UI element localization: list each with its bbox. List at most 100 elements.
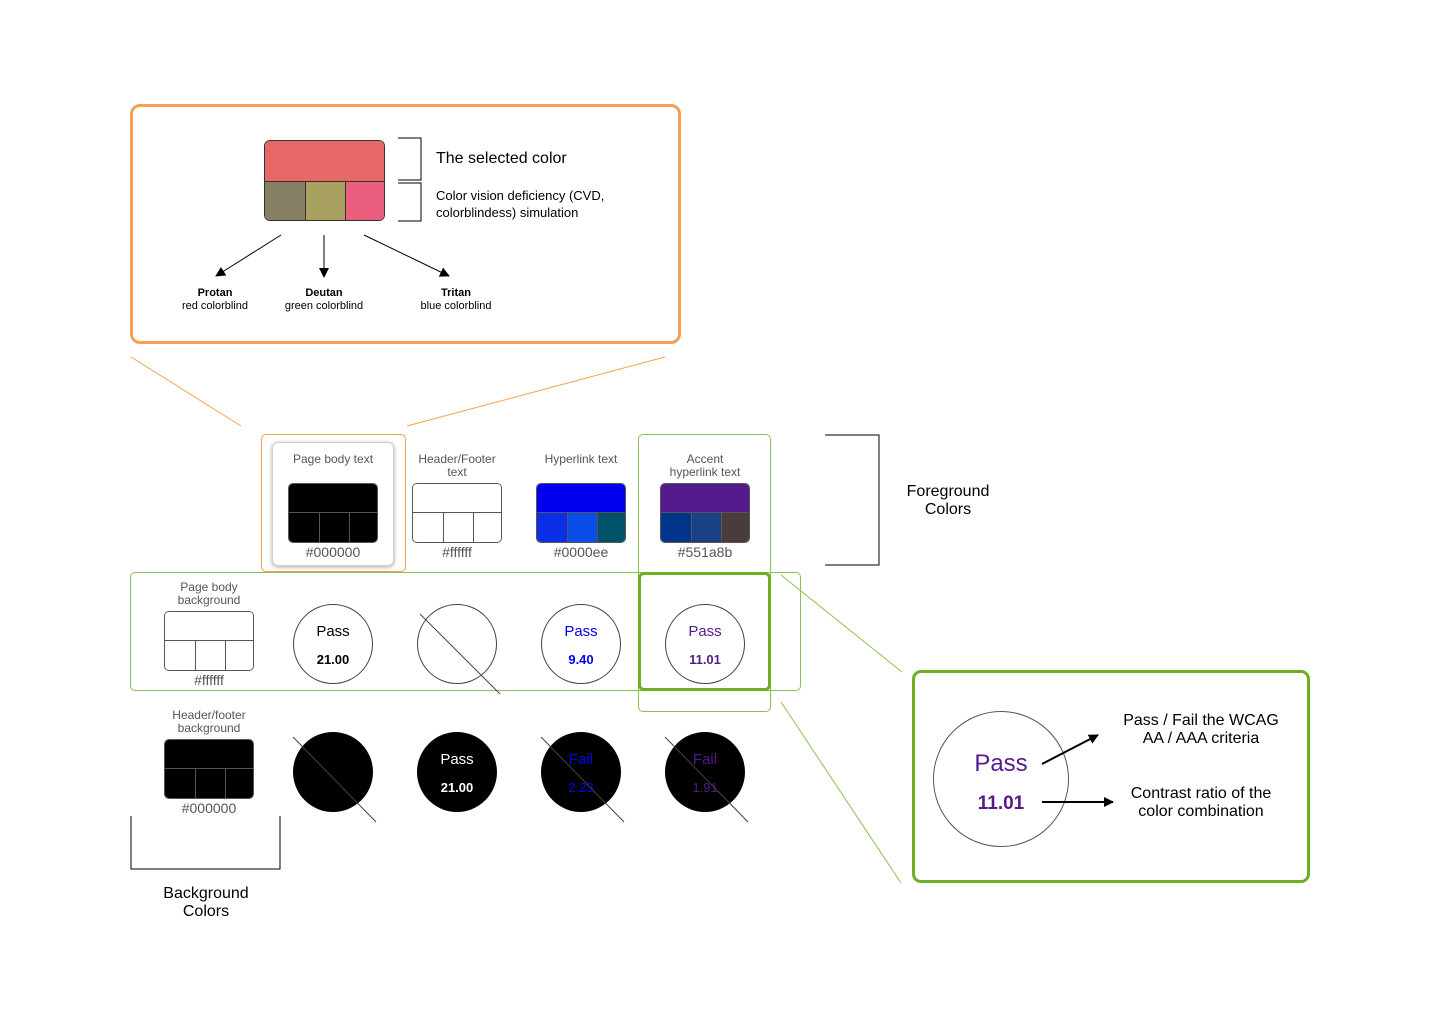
green-zoom-line-bottom xyxy=(780,701,902,884)
fg-label-line1: Page body text xyxy=(292,452,374,466)
bg-label-line2: background xyxy=(177,593,241,607)
deutan-desc: green colorblind xyxy=(284,300,364,312)
result-circle-not-applicable xyxy=(293,732,373,812)
fg-label-header-footer-text: Header/Footer text xyxy=(402,453,512,479)
result-status: Fail xyxy=(692,751,718,768)
contrast-ratio-enlarged: 11.01 xyxy=(977,793,1025,814)
background-bracket xyxy=(130,816,281,870)
fg-swatch-page-body-text[interactable] xyxy=(288,483,378,543)
fg-color-block xyxy=(289,484,377,512)
fg-deutan-block xyxy=(443,512,473,542)
result-circle[interactable]: Pass 21.00 xyxy=(417,732,497,812)
fg-swatch-header-footer-text[interactable] xyxy=(412,483,502,543)
fg-label-line1: Accent xyxy=(686,452,724,466)
bg-label-page-body: Page body background xyxy=(154,581,264,607)
bg-color-block xyxy=(165,740,253,768)
contrast-ratio: 11.01 xyxy=(689,652,721,667)
status-description: Pass / Fail the WCAG AA / AAA criteria xyxy=(1100,712,1302,748)
background-group-label: Background Colors xyxy=(151,885,261,921)
result-circle-enlarged: Pass 11.01 xyxy=(933,711,1069,847)
ratio-desc-line1: Contrast ratio of the xyxy=(1130,785,1272,802)
background-label-line2: Colors xyxy=(182,903,230,920)
fg-tritan-block xyxy=(597,512,625,542)
cvd-explanation-panel xyxy=(130,104,681,344)
fg-label-line1: Header/Footer xyxy=(418,452,496,466)
bg-hex-header-footer: #000000 xyxy=(181,800,237,816)
bg-swatch-page-body[interactable] xyxy=(164,611,254,671)
fg-color-block xyxy=(661,484,749,512)
fg-label-page-body-text: Page body text xyxy=(278,453,388,466)
fg-hex-accent-hyperlink-text: #551a8b xyxy=(677,544,733,560)
bg-tritan-block xyxy=(225,640,253,670)
result-explanation-panel xyxy=(912,670,1310,883)
result-circle[interactable]: Pass 11.01 xyxy=(665,604,745,684)
result-circle-fail[interactable]: Fail 1.91 xyxy=(665,732,745,812)
tritan-desc: blue colorblind xyxy=(420,300,492,312)
fg-swatch-hyperlink-text[interactable] xyxy=(536,483,626,543)
selected-result-cell[interactable] xyxy=(638,572,771,691)
deutan-label: Deutan green colorblind xyxy=(269,287,379,313)
bg-protan-block xyxy=(165,640,195,670)
accent-column-highlight xyxy=(638,434,771,712)
tritan-label: Tritan blue colorblind xyxy=(406,287,506,313)
result-status: Pass xyxy=(316,623,350,640)
fg-tritan-block xyxy=(349,512,377,542)
bg-label-line1: Header/footer xyxy=(172,708,246,722)
fg-deutan-block xyxy=(567,512,597,542)
orange-zoom-line-left xyxy=(130,356,242,427)
tritan-simulation-block xyxy=(345,181,384,220)
fg-label-accent-hyperlink-text: Accent hyperlink text xyxy=(650,453,760,479)
foreground-bracket xyxy=(825,434,880,566)
fg-protan-block xyxy=(413,512,443,542)
foreground-group-label: Foreground Colors xyxy=(893,483,1003,519)
foreground-label-line2: Colors xyxy=(924,501,972,518)
ratio-desc-line2: color combination xyxy=(1138,803,1264,820)
status-desc-line1: Pass / Fail the WCAG xyxy=(1123,712,1279,729)
result-circle[interactable]: Pass 21.00 xyxy=(293,604,373,684)
deutan-name: Deutan xyxy=(305,287,343,299)
contrast-ratio: 9.40 xyxy=(568,652,594,667)
result-status: Pass xyxy=(688,623,722,640)
bg-label-line2: background xyxy=(177,721,241,735)
result-status: Pass xyxy=(440,751,474,768)
cvd-label-line1: Color vision deficiency (CVD, xyxy=(436,188,605,203)
fg-swatch-accent-hyperlink-text[interactable] xyxy=(660,483,750,543)
fg-color-block xyxy=(537,484,625,512)
fg-label-line2: text xyxy=(447,465,467,479)
fg-deutan-block xyxy=(319,512,349,542)
result-circle-not-applicable xyxy=(417,604,497,684)
bg-deutan-block xyxy=(195,640,225,670)
selected-foreground-highlight xyxy=(261,434,406,572)
foreground-label-line1: Foreground xyxy=(906,483,990,500)
fg-tritan-block xyxy=(721,512,749,542)
bg-tritan-block xyxy=(225,768,253,798)
result-circle-fail[interactable]: Fail 2.23 xyxy=(541,732,621,812)
result-status-enlarged: Pass xyxy=(974,750,1028,777)
contrast-ratio: 21.00 xyxy=(440,780,474,795)
demo-color-swatch xyxy=(264,140,385,221)
fg-protan-block xyxy=(537,512,567,542)
fg-label-line1: Hyperlink text xyxy=(544,452,618,466)
fg-hex-hyperlink-text: #0000ee xyxy=(553,544,609,560)
ratio-description: Contrast ratio of the color combination xyxy=(1100,785,1302,821)
protan-desc: red colorblind xyxy=(181,300,249,312)
bg-hex-page-body: #ffffff xyxy=(194,672,224,688)
protan-simulation-block xyxy=(265,181,305,220)
fg-tritan-block xyxy=(473,512,501,542)
contrast-ratio: 1.91 xyxy=(692,780,718,795)
fg-label-line2: hyperlink text xyxy=(669,465,741,479)
background-label-line1: Background xyxy=(163,885,249,902)
orange-zoom-line-right xyxy=(406,356,666,427)
result-circle[interactable]: Pass 9.40 xyxy=(541,604,621,684)
selected-color-label: The selected color xyxy=(436,150,567,167)
bg-label-header-footer: Header/footer background xyxy=(154,709,264,735)
result-status: Fail xyxy=(568,751,594,768)
fg-deutan-block xyxy=(691,512,721,542)
bg-deutan-block xyxy=(195,768,225,798)
bg-swatch-header-footer[interactable] xyxy=(164,739,254,799)
protan-name: Protan xyxy=(197,287,233,299)
selected-color-block xyxy=(265,141,384,181)
cvd-label-line2: colorblindess) simulation xyxy=(436,205,579,220)
result-status: Pass xyxy=(564,623,598,640)
bg-color-block xyxy=(165,612,253,640)
